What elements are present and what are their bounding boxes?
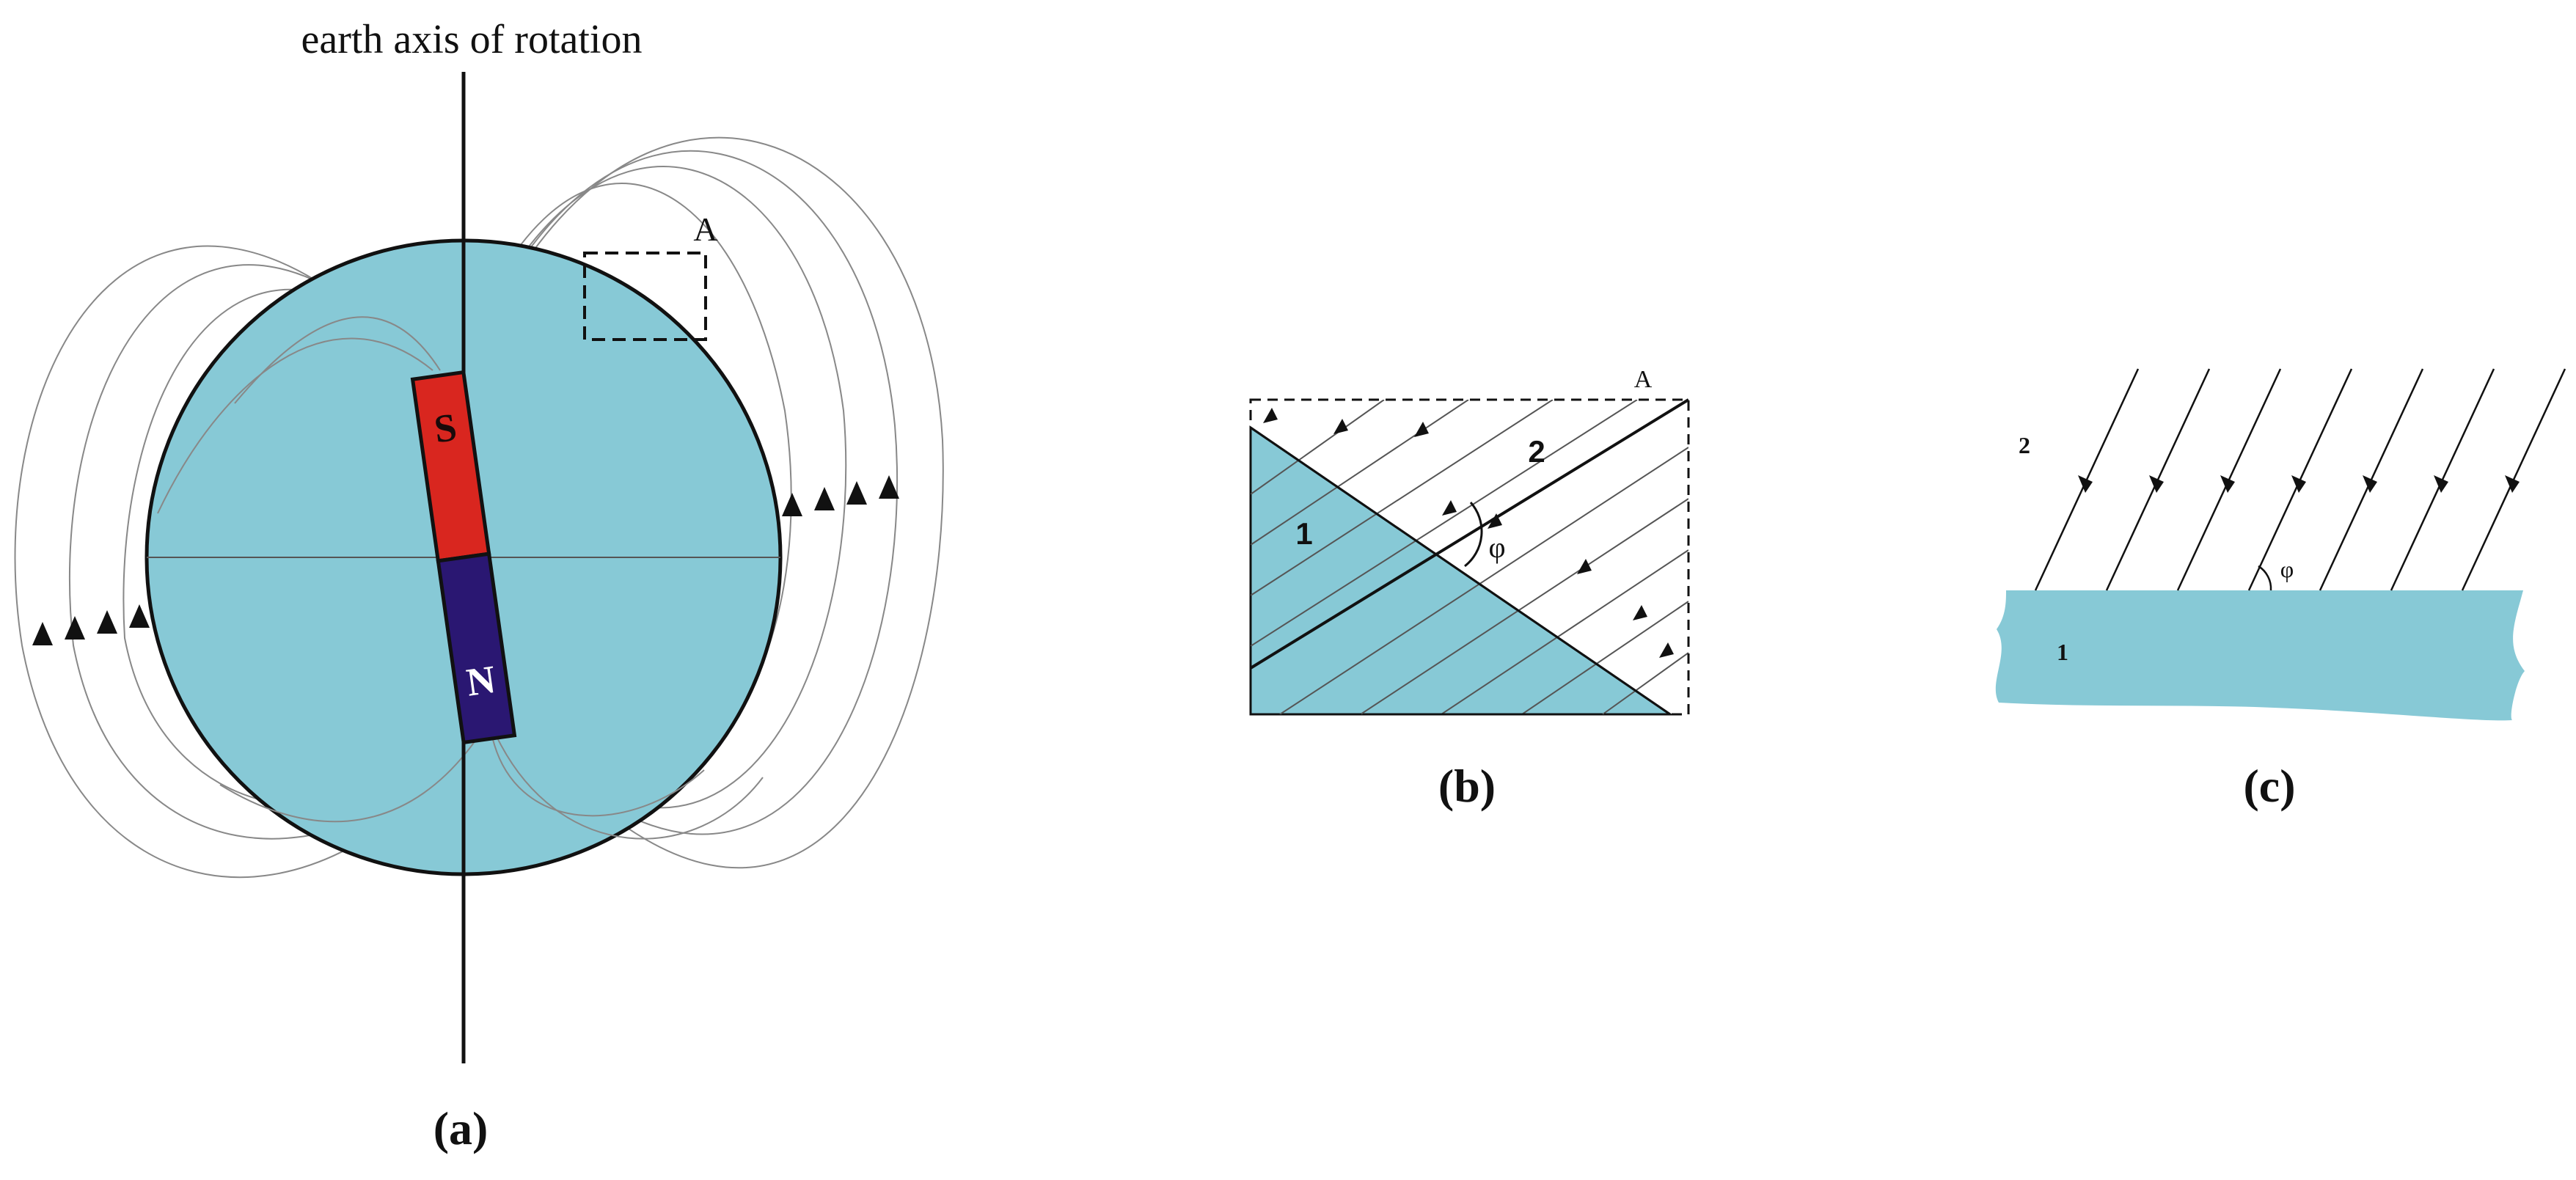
- arrow-head: [2220, 475, 2235, 493]
- north-pole-label: N: [464, 657, 498, 705]
- arrow-head: [1577, 559, 1592, 574]
- angle-label: φ: [1488, 531, 1505, 564]
- angle-label: φ: [2280, 556, 2294, 582]
- corner-label: A: [1634, 366, 1653, 393]
- medium-1-label: 1: [1295, 516, 1312, 551]
- arrow-head: [2291, 475, 2306, 493]
- arrow-head: [65, 616, 85, 640]
- arrow-head: [2078, 475, 2093, 493]
- arrow-head: [814, 487, 835, 510]
- medium-1-label: 1: [2057, 639, 2068, 665]
- field-lines-inner: [157, 316, 764, 840]
- panel-c: 2 1 φ (c): [1995, 368, 2566, 812]
- arrow-head: [129, 604, 150, 628]
- angle-arc: [2258, 565, 2272, 591]
- magnet-north-half: [436, 551, 517, 745]
- arrow-head: [1633, 605, 1647, 620]
- arrow-head: [2363, 475, 2377, 493]
- arrow-head: [1659, 642, 1674, 658]
- field-arrows: [32, 475, 899, 645]
- region-a-label: A: [693, 210, 717, 248]
- bar-magnet: S N: [410, 370, 517, 745]
- medium-1-surface: [1995, 590, 2525, 721]
- arrow-head: [2434, 475, 2448, 493]
- panel-b: A 1 2 φ (b): [1249, 366, 1690, 812]
- reference-field-line: [1249, 398, 1690, 670]
- angle-arc: [1464, 502, 1483, 568]
- field-arrows-b: [1263, 408, 1674, 658]
- caption-b: (b): [1438, 760, 1496, 812]
- region-a-box: [583, 252, 707, 341]
- caption-c: (c): [2243, 760, 2295, 812]
- arrow-head: [782, 493, 802, 516]
- medium-2-label: 2: [2019, 432, 2030, 458]
- arrow-head: [879, 475, 899, 499]
- medium-2-label: 2: [1528, 434, 1545, 469]
- field-lines-b: [1251, 400, 1688, 714]
- arrow-head: [1414, 422, 1429, 437]
- arrow-head: [2505, 475, 2520, 493]
- arrow-head: [1442, 500, 1457, 516]
- arrow-head: [32, 622, 53, 645]
- arrow-head: [97, 610, 117, 634]
- panel-a: S N A earth axis of rotation (a): [14, 17, 944, 1154]
- arrow-head: [1488, 513, 1502, 529]
- region-a-box-zoom: [1249, 398, 1690, 716]
- field-arrows-c: [2078, 475, 2520, 493]
- surface-line: [1250, 426, 1671, 716]
- arrow-head: [2149, 475, 2164, 493]
- axis-label: earth axis of rotation: [301, 17, 643, 62]
- arrow-head: [1263, 408, 1278, 423]
- caption-a: (a): [433, 1102, 489, 1154]
- arrow-head: [1333, 419, 1348, 434]
- arrow-head: [846, 481, 867, 505]
